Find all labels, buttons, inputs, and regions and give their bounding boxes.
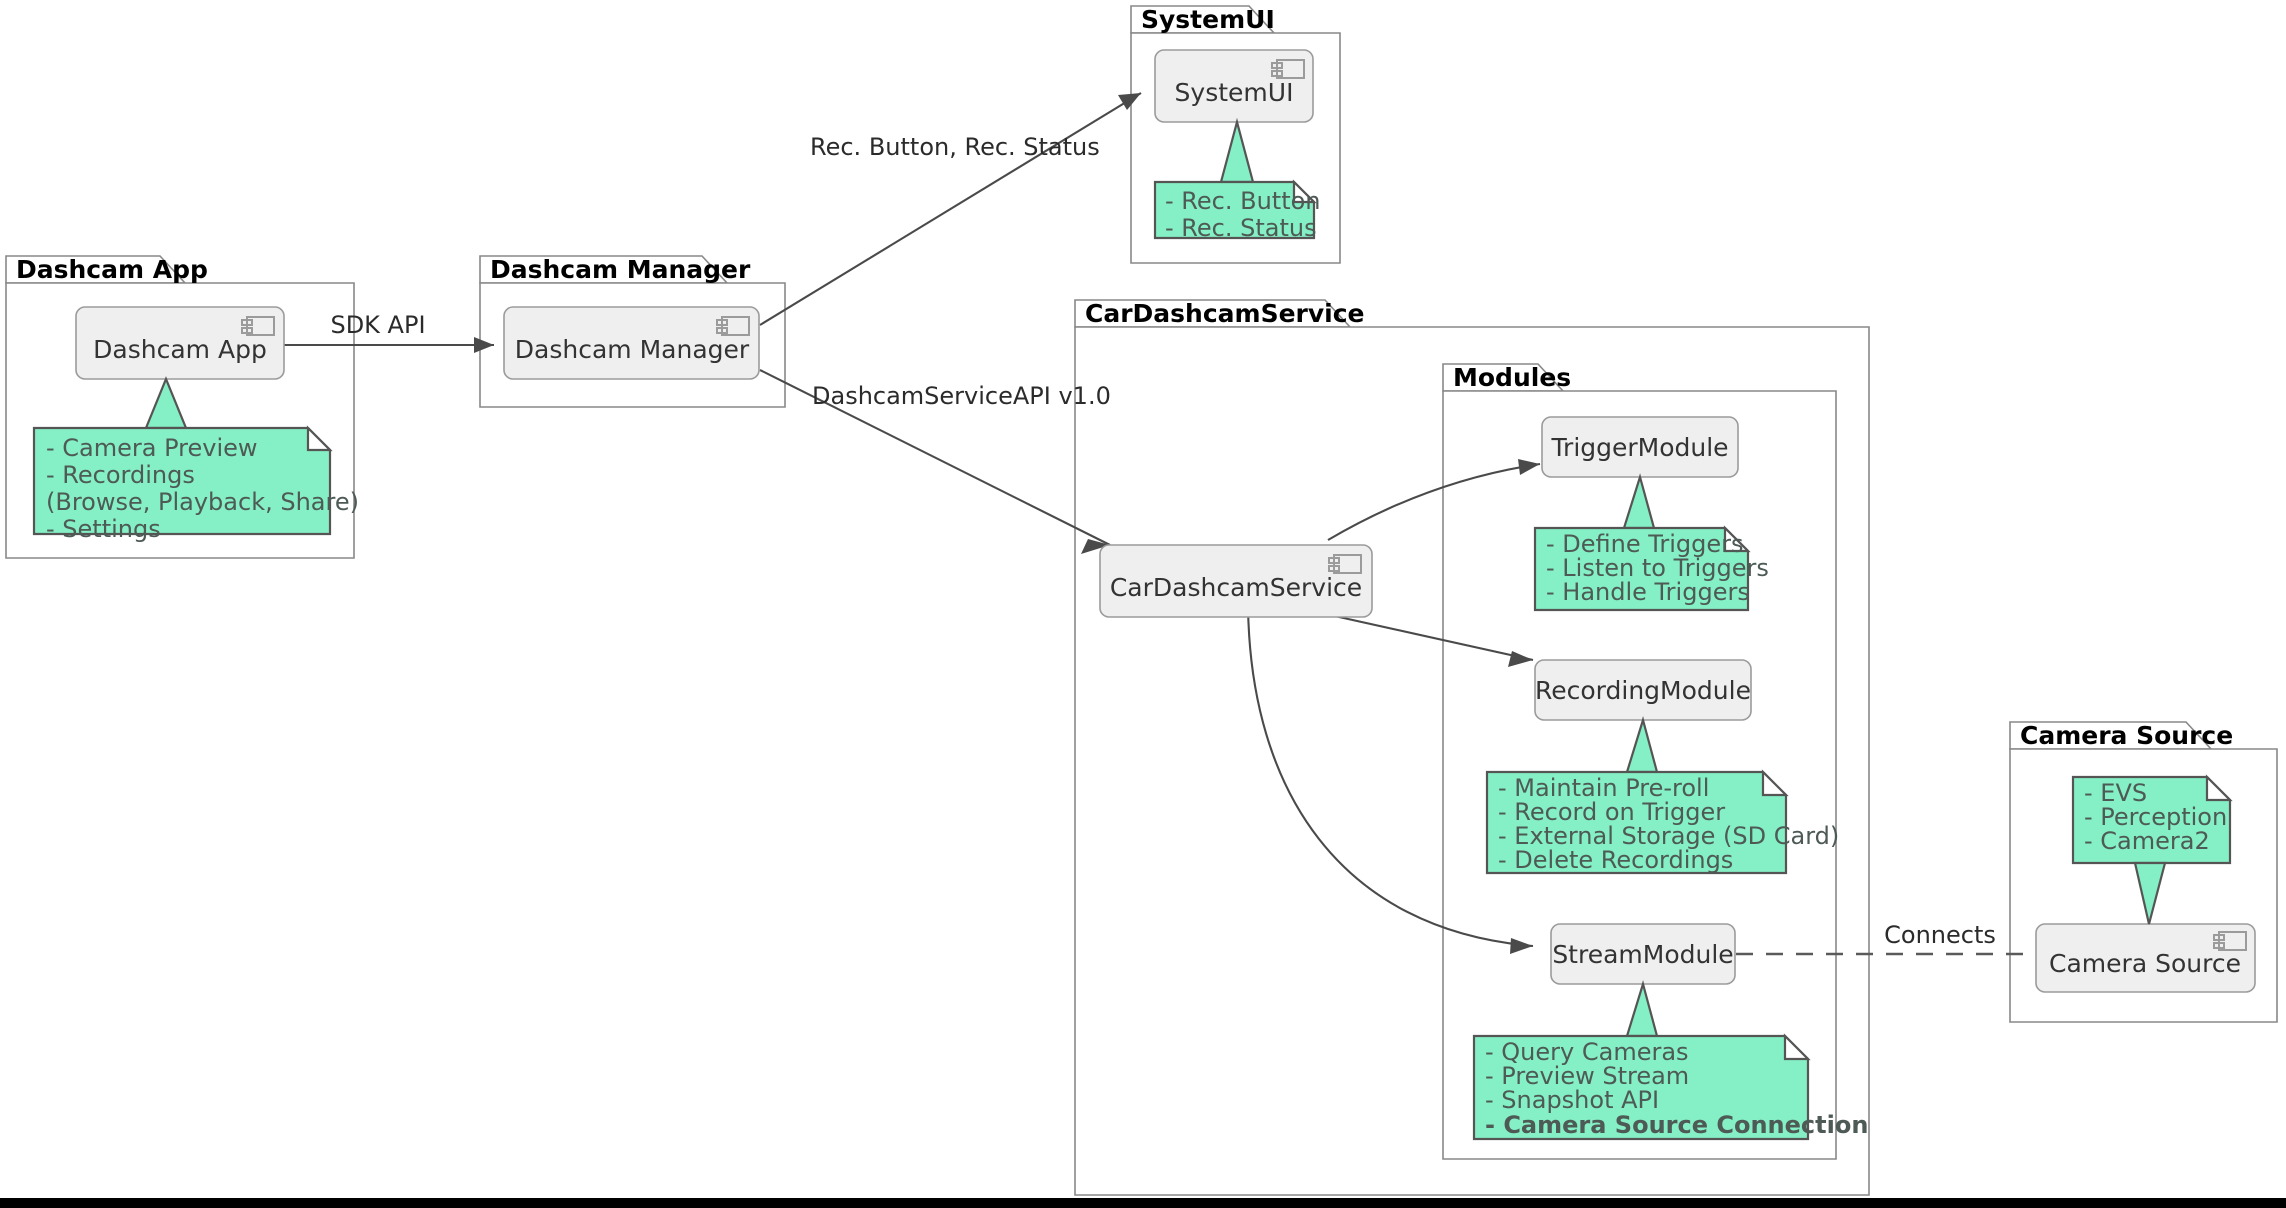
- note-line: - Camera Preview: [46, 434, 258, 462]
- note-box: [32, 426, 332, 536]
- note-stem: [144, 376, 188, 430]
- component-label: StreamModule: [1552, 940, 1733, 969]
- component-label: CarDashcamService: [1110, 573, 1362, 602]
- note-line: - Camera2: [2084, 827, 2210, 855]
- package-title-modules: Modules: [1453, 363, 1571, 392]
- edge-label-rec-status: Rec. Button, Rec. Status: [810, 133, 1100, 161]
- note-line: (Browse, Playback, Share): [46, 488, 359, 516]
- component-icon: [2213, 931, 2247, 951]
- note-stem: [2133, 861, 2167, 925]
- arrowhead: [1081, 539, 1110, 554]
- note-line: - Snapshot API: [1485, 1086, 1659, 1114]
- note-fold-corner: [1292, 179, 1317, 204]
- edge-line: [1327, 462, 1541, 541]
- note-box: [1533, 526, 1750, 612]
- note-stream-module[interactable]: - Query Cameras - Preview Stream - Snaps…: [1472, 980, 1868, 1141]
- note-line: - Settings: [46, 515, 161, 543]
- note-line: - Record on Trigger: [1498, 798, 1725, 826]
- component-label: SystemUI: [1175, 78, 1294, 107]
- component-label: Camera Source: [2049, 949, 2241, 978]
- note-line: - External Storage (SD Card): [1498, 822, 1839, 850]
- edge-label-sdk-api: SDK API: [330, 311, 425, 339]
- component-box: [75, 306, 285, 380]
- component-box: [2035, 923, 2256, 993]
- edge-to-trigger[interactable]: [1327, 459, 1541, 541]
- component-label: Dashcam App: [93, 335, 267, 364]
- note-box: [2071, 775, 2232, 865]
- note-stem: [1625, 716, 1659, 774]
- edge-sdk-api[interactable]: SDK API: [284, 311, 494, 353]
- component-icon: [1271, 59, 1305, 79]
- note-trigger-module[interactable]: - Define Triggers - Listen to Triggers -…: [1533, 473, 1769, 612]
- edge-to-stream[interactable]: [1246, 604, 1534, 954]
- note-line: - Rec. Status: [1165, 214, 1317, 242]
- edge-rec-status[interactable]: Rec. Button, Rec. Status: [759, 92, 1142, 326]
- note-fold-corner: [306, 425, 333, 452]
- note-dashcam-app[interactable]: - Camera Preview - Recordings (Browse, P…: [32, 376, 359, 543]
- component-car-dashcam-service[interactable]: CarDashcamService: [1099, 544, 1373, 618]
- component-stream-module[interactable]: StreamModule: [1550, 923, 1736, 985]
- note-line: - Listen to Triggers: [1546, 554, 1769, 582]
- note-line: - Rec. Button: [1165, 187, 1321, 215]
- package-title-dashcam-app: Dashcam App: [16, 255, 208, 284]
- note-line: - Handle Triggers: [1546, 578, 1750, 606]
- component-label: RecordingModule: [1535, 676, 1751, 705]
- note-stem: [1219, 117, 1255, 184]
- component-camera-source[interactable]: Camera Source: [2035, 923, 2256, 993]
- note-camera-source[interactable]: - EVS - Perception - Camera2: [2071, 774, 2233, 925]
- component-label: TriggerModule: [1550, 433, 1728, 462]
- arrowhead: [1508, 651, 1533, 667]
- package-title-car-dashcam-service: CarDashcamService: [1085, 299, 1365, 328]
- package-title-dashcam-manager: Dashcam Manager: [490, 255, 751, 284]
- component-icon: [1328, 554, 1362, 574]
- component-recording-module[interactable]: RecordingModule: [1534, 659, 1752, 721]
- note-line: - Define Triggers: [1546, 530, 1744, 558]
- package-title-systemui: SystemUI: [1141, 5, 1275, 34]
- edge-label-dashcam-service-api: DashcamServiceAPI v1.0: [812, 382, 1111, 410]
- note-line: - Maintain Pre-roll: [1498, 774, 1709, 802]
- arrowhead: [1518, 459, 1540, 475]
- note-box: [1485, 770, 1788, 875]
- arrowhead: [1118, 93, 1141, 110]
- component-icon: [241, 316, 275, 336]
- component-dashcam-manager[interactable]: Dashcam Manager: [503, 306, 760, 380]
- note-line: - Camera Source Connection: [1485, 1111, 1868, 1139]
- arrowhead: [1510, 938, 1533, 954]
- edge-label-connects: Connects: [1884, 921, 1996, 949]
- note-line: - Query Cameras: [1485, 1038, 1689, 1066]
- note-fold-corner: [1723, 525, 1751, 553]
- note-recording-module[interactable]: - Maintain Pre-roll - Record on Trigger …: [1485, 716, 1839, 875]
- component-box: [503, 306, 760, 380]
- edge-dashcam-service-api[interactable]: DashcamServiceAPI v1.0: [759, 369, 1111, 554]
- note-box: [1153, 180, 1316, 240]
- edge-line: [759, 369, 1111, 546]
- note-line: - EVS: [2084, 779, 2147, 807]
- note-stem: [1622, 473, 1656, 530]
- note-fold-corner: [1783, 1033, 1811, 1061]
- package-title-camera-source: Camera Source: [2020, 721, 2233, 750]
- bottom-bar: [0, 1198, 2286, 1208]
- note-box: [1472, 1034, 1810, 1141]
- component-trigger-module[interactable]: TriggerModule: [1541, 416, 1739, 478]
- edge-connects[interactable]: Connects: [1736, 921, 2036, 956]
- note-systemui[interactable]: - Rec. Button - Rec. Status: [1153, 117, 1321, 242]
- edge-line: [759, 92, 1142, 326]
- component-label: Dashcam Manager: [515, 335, 750, 364]
- component-systemui[interactable]: SystemUI: [1154, 49, 1314, 123]
- note-line: - Perception: [2084, 803, 2227, 831]
- note-line: - Preview Stream: [1485, 1062, 1689, 1090]
- note-fold-corner: [1761, 769, 1789, 797]
- note-stem: [1625, 980, 1659, 1038]
- component-box: [1099, 544, 1373, 618]
- note-line: - Delete Recordings: [1498, 846, 1733, 874]
- arrowhead: [474, 337, 494, 353]
- note-line: - Recordings: [46, 461, 195, 489]
- component-icon: [716, 316, 750, 336]
- edge-line: [1246, 604, 1534, 948]
- component-dashcam-app[interactable]: Dashcam App: [75, 306, 285, 380]
- note-fold-corner: [2205, 774, 2233, 802]
